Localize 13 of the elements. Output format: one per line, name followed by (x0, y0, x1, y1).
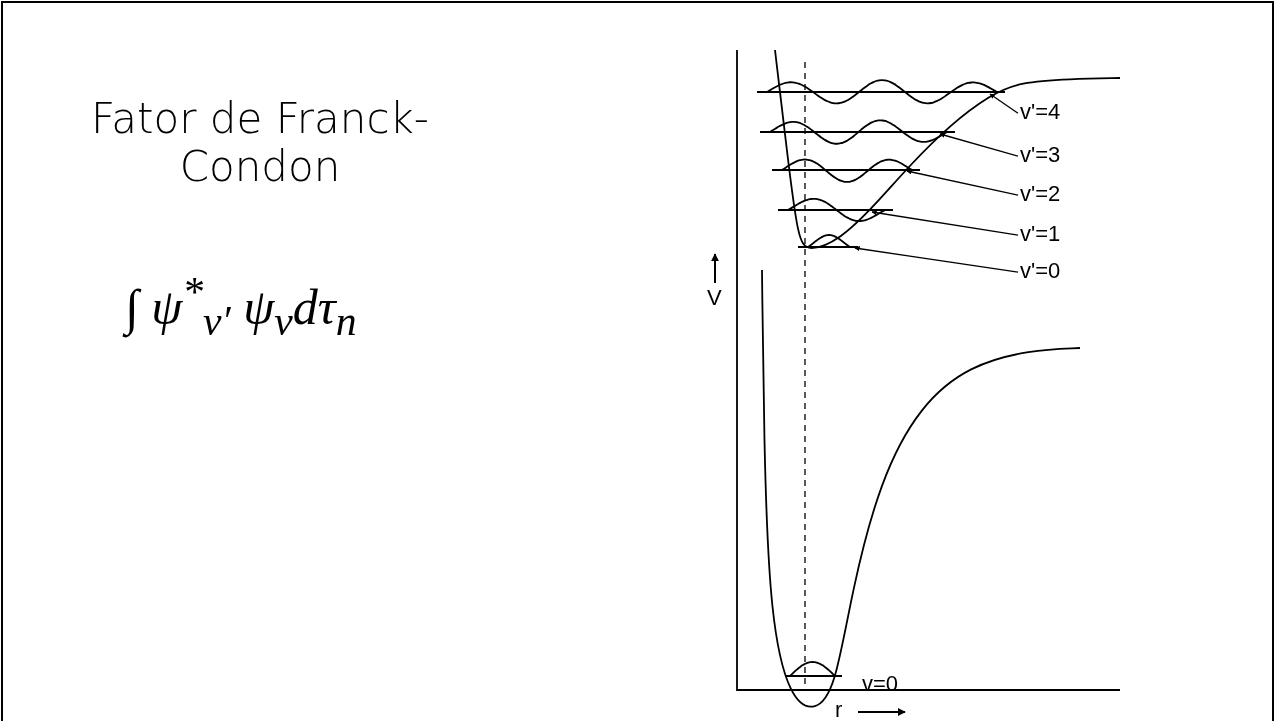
leader-line (854, 246, 1019, 273)
level-label: v'=3 (1020, 143, 1061, 167)
leader-line (871, 210, 1019, 236)
leader-line (989, 93, 1019, 114)
level-label: v'=1 (1020, 222, 1061, 246)
leader-line (939, 132, 1019, 157)
axis-label: V (707, 286, 722, 310)
axis-label: r (835, 698, 843, 721)
slide-title: Fator de Franck-Condon (90, 95, 430, 191)
level-label: v'=0 (1020, 259, 1061, 283)
leader-line (906, 169, 1019, 196)
level-label: v'=2 (1020, 182, 1061, 206)
level-label: v'=4 (1020, 100, 1061, 124)
